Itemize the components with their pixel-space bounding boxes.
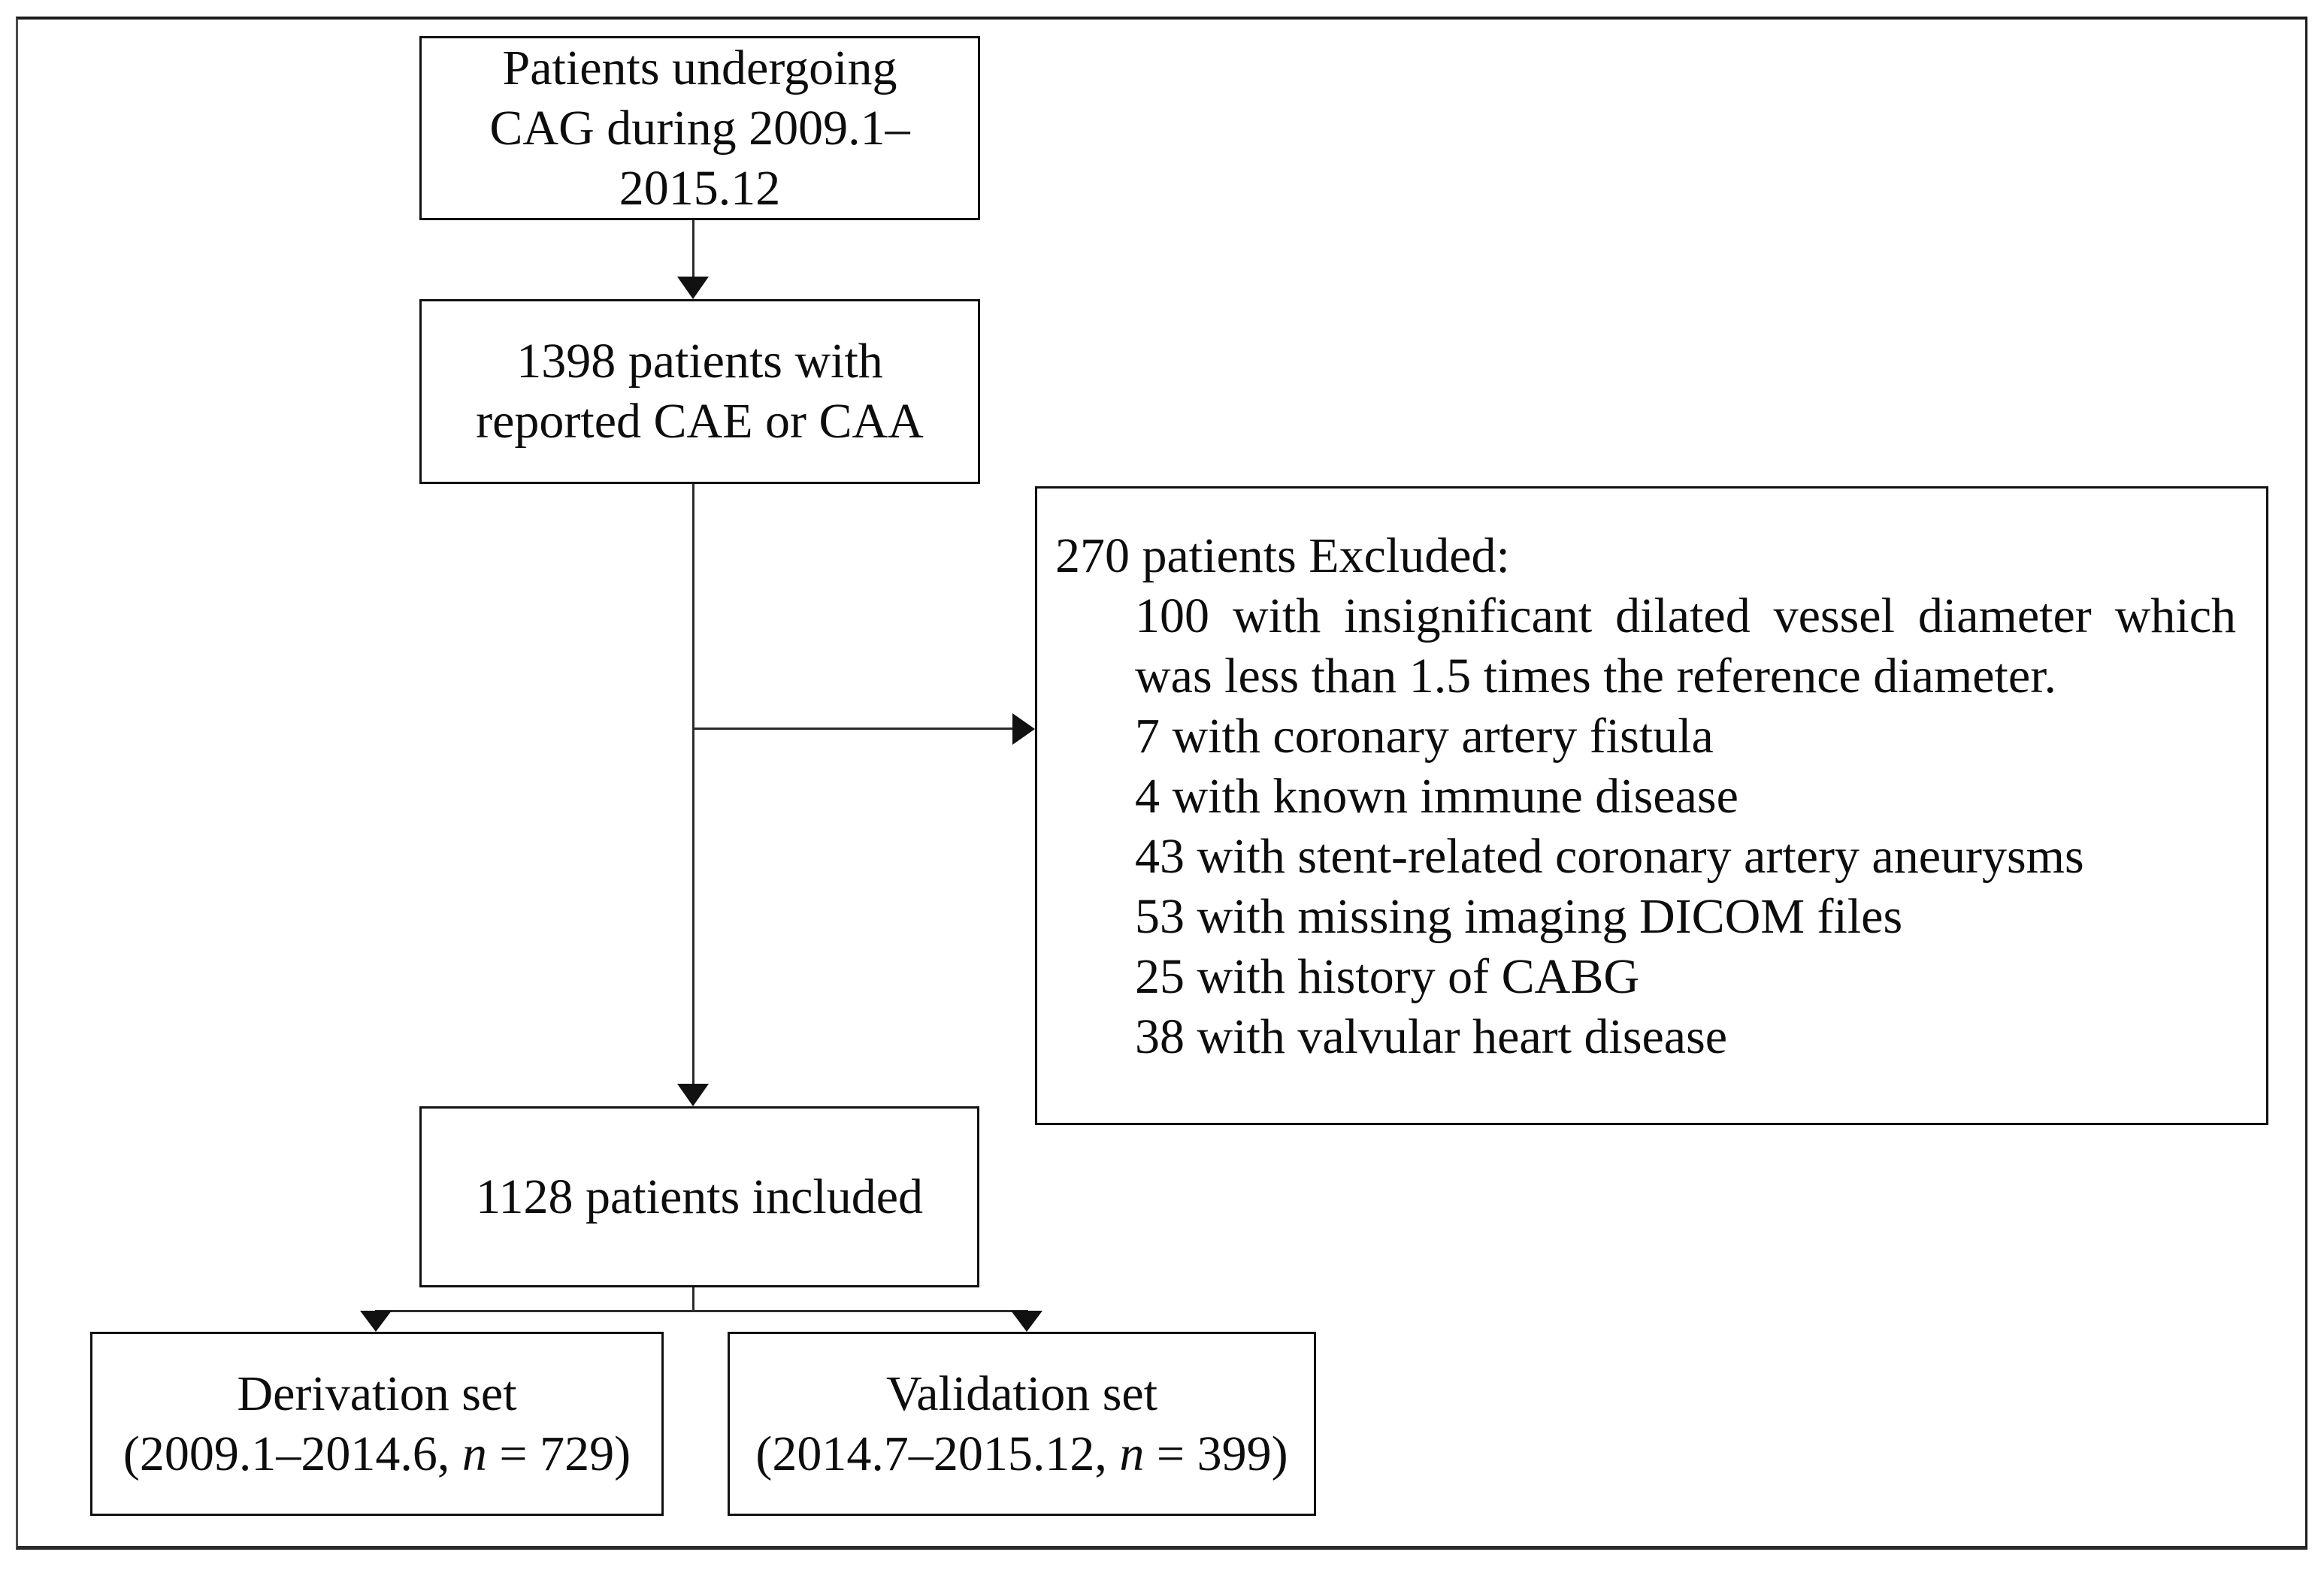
date-range: (2014.7–2015.12, — [755, 1426, 1120, 1481]
box-patients-included: 1128 patients included — [419, 1106, 979, 1287]
connector-top-to-reported — [692, 220, 694, 278]
box-text-line: Validation set — [885, 1366, 1158, 1421]
box-derivation-set: Derivation set (2009.1–2014.6, n = 729) — [90, 1332, 664, 1516]
excluded-item: 100 with insignificant dilated vessel di… — [1135, 588, 2236, 643]
n-value: = 729) — [486, 1426, 631, 1481]
box-text-line: Derivation set — [237, 1366, 517, 1421]
excluded-item: 25 with history of CABG — [1135, 949, 1640, 1004]
excluded-item: 7 with coronary artery fistula — [1135, 709, 1714, 764]
n-symbol: n — [1119, 1426, 1145, 1481]
arrowhead-down-icon — [677, 277, 709, 299]
box-text-line: (2009.1–2014.6, n = 729) — [123, 1424, 631, 1484]
box-text-line: CAG during 2009.1– — [489, 100, 910, 156]
n-symbol: n — [461, 1426, 487, 1481]
box-text-line: reported CAE or CAA — [476, 394, 924, 449]
arrowhead-down-icon — [677, 1084, 709, 1106]
box-excluded-patients: 270 patients Excluded: 100 with insignif… — [1035, 486, 2268, 1125]
arrowhead-right-icon — [1012, 713, 1035, 745]
box-text-line: 2015.12 — [619, 160, 781, 216]
excluded-item: 38 with valvular heart disease — [1135, 1009, 1728, 1064]
box-text-line: 1398 patients with — [516, 334, 883, 389]
date-range: (2009.1–2014.6, — [123, 1426, 462, 1481]
connector-reported-to-included — [692, 484, 694, 1085]
excluded-item-continuation: was less than 1.5 times the reference di… — [1135, 649, 2057, 703]
excluded-item: 43 with stent-related coronary artery an… — [1135, 829, 2084, 884]
box-reported-cae-caa: 1398 patients with reported CAE or CAA — [419, 299, 980, 484]
arrowhead-down-icon — [360, 1311, 392, 1332]
box-validation-set: Validation set (2014.7–2015.12, n = 399) — [728, 1332, 1316, 1516]
box-text-line: 1128 patients included — [475, 1169, 924, 1224]
box-text-line: Patients undergoing — [502, 40, 897, 95]
connector-split-bar — [375, 1310, 1028, 1312]
connector-included-stub — [692, 1287, 694, 1311]
box-patients-undergoing-cag: Patients undergoing CAG during 2009.1– 2… — [419, 36, 980, 220]
excluded-item: 53 with missing imaging DICOM files — [1135, 889, 1903, 944]
excluded-item: 4 with known immune disease — [1135, 769, 1738, 824]
connector-branch-to-excluded — [692, 728, 1013, 730]
excluded-title: 270 patients Excluded: — [1055, 528, 1510, 583]
box-text-line: (2014.7–2015.12, n = 399) — [755, 1424, 1288, 1484]
arrowhead-down-icon — [1011, 1311, 1042, 1332]
n-value: = 399) — [1144, 1426, 1288, 1481]
